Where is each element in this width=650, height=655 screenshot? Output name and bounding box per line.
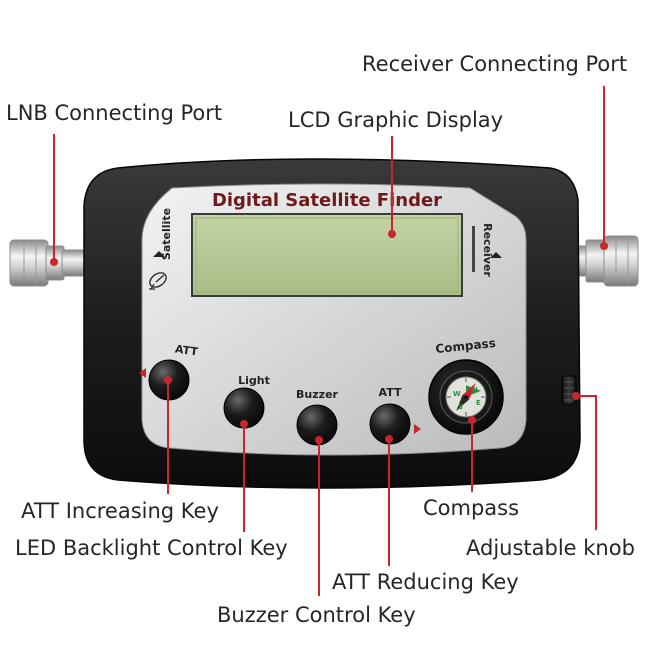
leader-knob [576, 395, 597, 530]
receiver-label-bar [472, 226, 475, 272]
satellite-dish-icon [149, 272, 167, 290]
callout-att-reducing: ATT Reducing Key [332, 570, 519, 594]
att-right-label: ATT [379, 386, 402, 399]
callout-att-increasing: ATT Increasing Key [21, 499, 219, 523]
callout-lcd-display: LCD Graphic Display [288, 108, 504, 132]
callout-compass: Compass [423, 496, 520, 520]
dot-compass [468, 416, 476, 424]
compass-title-label: Compass [435, 336, 497, 356]
dot-receiver-port [600, 242, 608, 250]
lcd-inner-frame [195, 217, 459, 293]
buzzer-key[interactable] [296, 404, 338, 446]
compass-w-letter: W [453, 390, 461, 398]
callout-led-backlight: LED Backlight Control Key [15, 536, 288, 560]
light-label: Light [238, 374, 270, 387]
callout-buzzer-key: Buzzer Control Key [217, 603, 416, 627]
compass-icon: N E S W [428, 359, 504, 435]
att-increase-arrow-icon [139, 368, 146, 378]
dot-buzzer [315, 436, 323, 444]
dot-att-increase [164, 376, 172, 384]
satellite-label: Satellite [160, 208, 173, 260]
satellite-arrow-icon [153, 251, 165, 257]
callout-lines [53, 86, 605, 596]
compass-e-letter: E [476, 399, 481, 407]
dot-knob [572, 392, 580, 400]
att-reduce-arrow-icon [414, 424, 421, 434]
dot-light [240, 420, 248, 428]
callout-lnb-port: LNB Connecting Port [6, 101, 223, 125]
receiver-label: Receiver [481, 223, 494, 277]
callout-adjustable-knob: Adjustable knob [466, 536, 635, 560]
att-left-label: ATT [174, 343, 199, 359]
adjustable-knob[interactable] [561, 375, 577, 405]
receiver-arrow-icon [490, 252, 502, 258]
compass-n-letter: N [472, 386, 478, 394]
callout-dots [50, 230, 608, 444]
dot-att-reduce [385, 435, 393, 443]
dot-lnb-port [50, 258, 58, 266]
callout-receiver-port: Receiver Connecting Port [362, 52, 628, 76]
compass-s-letter: S [458, 403, 463, 411]
buzzer-label: Buzzer [296, 388, 338, 401]
lcd-screen [191, 213, 463, 297]
dot-lcd [388, 230, 396, 238]
device-title: Digital Satellite Finder [212, 190, 442, 211]
lnb-connector [9, 239, 85, 287]
